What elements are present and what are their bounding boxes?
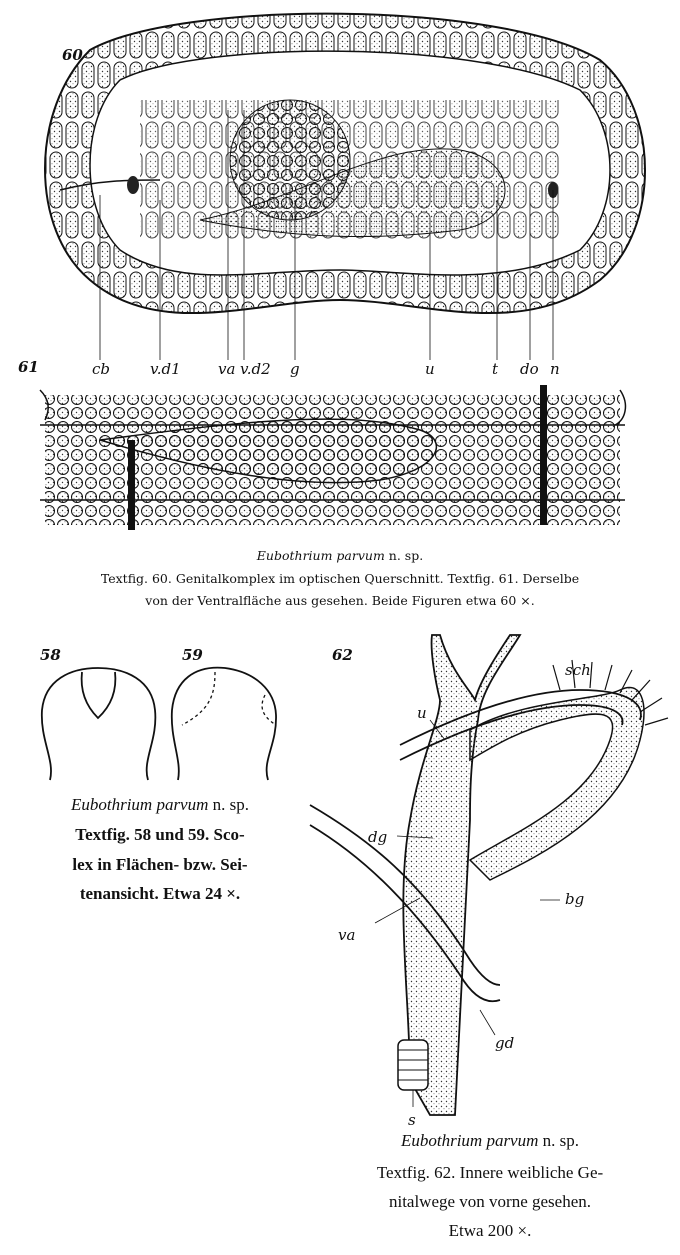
species-name: Eubothrium parvum xyxy=(400,1131,539,1150)
svg-text:dg: dg xyxy=(368,828,387,846)
svg-text:va: va xyxy=(218,360,235,378)
svg-text:60: 60 xyxy=(62,46,83,64)
svg-text:61: 61 xyxy=(18,358,39,376)
svg-text:59: 59 xyxy=(182,646,203,664)
caption-left-line: tenansicht. Etwa 24 ×. xyxy=(79,884,241,903)
species-suffix: n. sp. xyxy=(538,1131,580,1150)
svg-text:bg: bg xyxy=(565,890,584,908)
svg-text:v.d1: v.d1 xyxy=(150,360,181,378)
caption-top-line1: Textfig. 60. Genitalkomplex im optischen… xyxy=(100,571,580,586)
svg-text:58: 58 xyxy=(40,646,61,664)
figure-58: 58 xyxy=(40,646,157,781)
svg-text:n: n xyxy=(550,360,560,378)
caption-left-species: Eubothrium parvum n. sp. xyxy=(0,795,320,815)
svg-text:do: do xyxy=(520,360,539,378)
svg-text:gd: gd xyxy=(495,1034,514,1052)
svg-text:62: 62 xyxy=(332,646,353,664)
caption-top-line2: von der Ventralfläche aus gesehen. Beide… xyxy=(145,593,535,608)
caption-right-species: Eubothrium parvum n. sp. xyxy=(300,1131,680,1151)
svg-text:v.d2: v.d2 xyxy=(240,360,271,378)
svg-text:sch: sch xyxy=(565,661,591,679)
caption-left-line: lex in Flächen- bzw. Sei- xyxy=(72,855,248,874)
caption-right-line: Textfig. 62. Innere weibliche Ge- xyxy=(376,1163,604,1182)
figure-59: 59 xyxy=(170,646,277,781)
figure-61: 61 cb v.d1 va v.d2 g u t do n xyxy=(18,358,627,530)
svg-text:va: va xyxy=(338,926,355,944)
caption-right-line: nitalwege von vorne gesehen. xyxy=(388,1192,592,1211)
figure-60: 60 xyxy=(44,12,646,360)
svg-text:cb: cb xyxy=(92,360,110,378)
species-name: Eubothrium parvum xyxy=(70,795,209,814)
caption-right-line: Etwa 200 ×. xyxy=(448,1221,532,1240)
figure-62: 62 sch u dg bg va gd s xyxy=(309,634,669,1129)
caption-top-species: Eubothrium parvum n. sp. xyxy=(0,548,680,563)
caption-left-line: Textfig. 58 und 59. Sco- xyxy=(75,825,245,844)
species-suffix: n. sp. xyxy=(208,795,250,814)
species-name: Eubothrium parvum xyxy=(256,548,385,563)
species-suffix: n. sp. xyxy=(384,548,424,563)
svg-text:s: s xyxy=(408,1111,416,1129)
svg-text:t: t xyxy=(492,360,499,378)
svg-text:u: u xyxy=(425,360,435,378)
svg-text:g: g xyxy=(290,360,300,378)
svg-text:u: u xyxy=(417,704,427,722)
